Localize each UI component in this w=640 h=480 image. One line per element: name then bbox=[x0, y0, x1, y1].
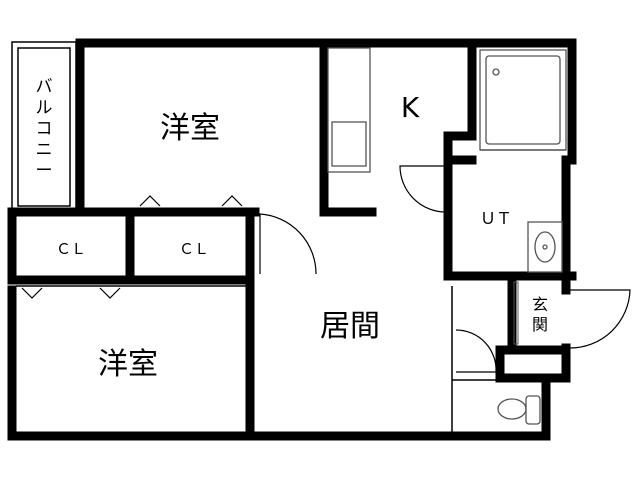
bathtub bbox=[479, 49, 567, 151]
thin-partitions bbox=[16, 285, 500, 436]
balcony-char: ニ bbox=[36, 140, 53, 160]
toilet-door-swing bbox=[455, 329, 497, 373]
balcony-label: バ ル コ ニ ー bbox=[36, 77, 53, 181]
living-door-swing bbox=[259, 213, 317, 275]
entrance-char: 玄 bbox=[532, 295, 548, 314]
kitchen-counter bbox=[327, 47, 371, 173]
room-label-western-top: 洋室 bbox=[160, 111, 220, 146]
room-label-closet-right: ＣＬ bbox=[179, 240, 209, 258]
entrance-char: 関 bbox=[532, 315, 548, 334]
balcony-char: バ bbox=[36, 77, 53, 97]
balcony-char: ー bbox=[36, 161, 53, 181]
balcony-char: コ bbox=[36, 119, 53, 139]
ut-door-swing bbox=[399, 165, 447, 213]
room-label-living: 居間 bbox=[320, 309, 380, 344]
room-label-utility: ＵＴ bbox=[480, 209, 512, 228]
walls bbox=[7, 38, 577, 441]
room-label-closet-left: ＣＬ bbox=[56, 240, 86, 258]
room-label-western-bottom: 洋室 bbox=[98, 347, 158, 382]
shoe-cabinet bbox=[513, 281, 519, 345]
washbasin bbox=[527, 221, 563, 273]
balcony-char: ル bbox=[36, 98, 53, 118]
closet-door-marks bbox=[21, 195, 243, 299]
room-label-kitchen: K bbox=[401, 91, 420, 124]
front-door-swing bbox=[569, 289, 631, 349]
entrance-label: 玄 関 bbox=[532, 295, 548, 334]
toilet bbox=[497, 395, 541, 425]
